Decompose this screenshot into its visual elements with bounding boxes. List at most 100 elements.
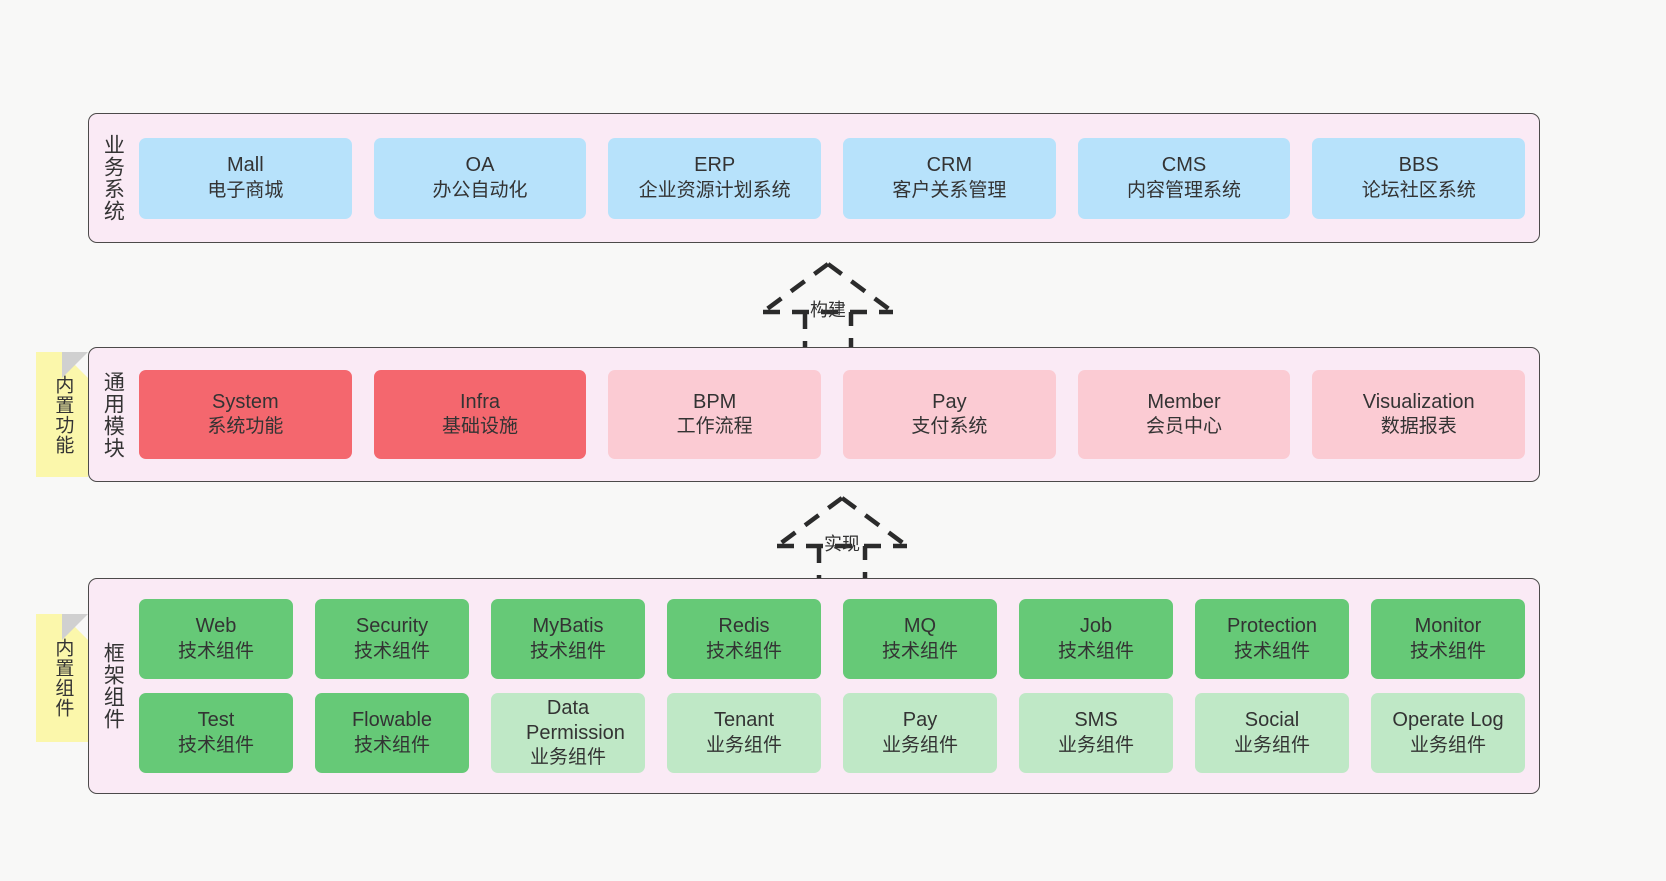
layer-body-common-module: System 系统功能 Infra 基础设施 BPM 工作流程 Pay 支付系统… <box>135 348 1539 481</box>
node-title: Social <box>1244 709 1300 732</box>
node-social[interactable]: Social 业务组件 <box>1195 693 1349 773</box>
node-title: OA <box>465 154 495 177</box>
node-subtitle: 内容管理系统 <box>1127 179 1242 201</box>
node-monitor[interactable]: Monitor 技术组件 <box>1371 599 1525 679</box>
node-title: System <box>211 390 279 413</box>
node-subtitle: 业务组件 <box>529 747 606 769</box>
node-row: Web 技术组件 Security 技术组件 MyBatis 技术组件 Redi… <box>139 599 1525 679</box>
node-subtitle: 系统功能 <box>207 416 284 438</box>
layer-caption-common-module: 通用模块 <box>101 370 125 459</box>
sticky-note-builtin-component: 内置组件 <box>36 614 88 742</box>
node-cms[interactable]: CMS 内容管理系统 <box>1077 137 1291 219</box>
node-title: SMS <box>1074 709 1118 732</box>
node-erp[interactable]: ERP 企业资源计划系统 <box>608 137 822 219</box>
node-operate-log[interactable]: Operate Log 业务组件 <box>1371 693 1525 773</box>
node-bbs[interactable]: BBS 论坛社区系统 <box>1312 137 1526 219</box>
node-member[interactable]: Member 会员中心 <box>1077 370 1291 459</box>
node-subtitle: 技术组件 <box>705 640 782 662</box>
node-flowable[interactable]: Flowable 技术组件 <box>315 693 469 773</box>
node-infra[interactable]: Infra 基础设施 <box>373 370 587 459</box>
node-mybatis[interactable]: MyBatis 技术组件 <box>491 599 645 679</box>
node-subtitle: 论坛社区系统 <box>1361 179 1476 201</box>
arrow-label-implement: 实现 <box>824 534 860 554</box>
node-title: Infra <box>459 390 501 413</box>
node-sms[interactable]: SMS 业务组件 <box>1019 693 1173 773</box>
node-row: Mall 电子商城 OA 办公自动化 ERP 企业资源计划系统 CRM 客户关系… <box>139 137 1526 219</box>
layer-caption-framework-component: 框架组件 <box>101 642 125 730</box>
node-title: Monitor <box>1414 615 1482 638</box>
node-test[interactable]: Test 技术组件 <box>139 693 293 773</box>
layer-body-business-system: Mall 电子商城 OA 办公自动化 ERP 企业资源计划系统 CRM 客户关系… <box>135 114 1539 242</box>
node-subtitle: 技术组件 <box>881 640 958 662</box>
node-subtitle: 业务组件 <box>705 734 782 756</box>
sticky-note-label: 内置功能 <box>52 374 74 455</box>
node-title: Visualization <box>1362 390 1475 413</box>
node-subtitle: 业务组件 <box>881 734 958 756</box>
node-subtitle: 技术组件 <box>1409 640 1486 662</box>
sticky-note-label: 内置组件 <box>52 638 74 718</box>
node-system[interactable]: System 系统功能 <box>139 370 352 459</box>
node-title: Protection <box>1226 615 1318 638</box>
node-visualization[interactable]: Visualization 数据报表 <box>1312 370 1526 459</box>
node-title: Data Permission <box>526 696 625 745</box>
node-subtitle: 技术组件 <box>353 734 430 756</box>
node-job[interactable]: Job 技术组件 <box>1019 599 1173 679</box>
node-oa[interactable]: OA 办公自动化 <box>373 137 587 219</box>
node-subtitle: 办公自动化 <box>432 179 528 201</box>
node-subtitle: 业务组件 <box>1409 734 1486 756</box>
node-title: Flowable <box>351 709 433 732</box>
node-title: BBS <box>1398 154 1439 177</box>
layer-business-system[interactable]: 业务系统 Mall 电子商城 OA 办公自动化 ERP 企业资源计划系统 CRM… <box>88 113 1540 243</box>
node-subtitle: 业务组件 <box>1233 734 1310 756</box>
node-protection[interactable]: Protection 技术组件 <box>1195 599 1349 679</box>
layer-common-module[interactable]: 通用模块 System 系统功能 Infra 基础设施 BPM 工作流程 Pay… <box>88 347 1540 482</box>
node-title: Web <box>195 615 237 638</box>
node-subtitle: 客户关系管理 <box>892 179 1007 201</box>
layer-body-framework-component: Web 技术组件 Security 技术组件 MyBatis 技术组件 Redi… <box>135 579 1539 793</box>
node-title: BPM <box>693 390 737 413</box>
node-title: CRM <box>926 154 973 177</box>
arrow-build: 构建 <box>748 258 908 358</box>
node-subtitle: 电子商城 <box>207 179 284 201</box>
node-title: Redis <box>718 615 770 638</box>
node-subtitle: 企业资源计划系统 <box>638 179 791 201</box>
node-title: Member <box>1147 390 1221 413</box>
node-subtitle: 基础设施 <box>442 416 519 438</box>
node-bpm[interactable]: BPM 工作流程 <box>608 370 822 459</box>
node-tenant[interactable]: Tenant 业务组件 <box>667 693 821 773</box>
node-subtitle: 技术组件 <box>177 734 254 756</box>
node-subtitle: 技术组件 <box>1233 640 1310 662</box>
node-pay-component[interactable]: Pay 业务组件 <box>843 693 997 773</box>
node-title: Security <box>355 615 429 638</box>
node-title: Job <box>1079 615 1113 638</box>
arrow-implement: 实现 <box>762 492 922 592</box>
node-mall[interactable]: Mall 电子商城 <box>139 137 352 219</box>
node-crm[interactable]: CRM 客户关系管理 <box>843 137 1056 219</box>
node-subtitle: 支付系统 <box>911 416 988 438</box>
node-pay-module[interactable]: Pay 支付系统 <box>843 370 1056 459</box>
node-subtitle: 技术组件 <box>1057 640 1134 662</box>
node-security[interactable]: Security 技术组件 <box>315 599 469 679</box>
node-subtitle: 工作流程 <box>676 416 753 438</box>
node-mq[interactable]: MQ 技术组件 <box>843 599 997 679</box>
node-title: ERP <box>694 154 736 177</box>
sticky-note-builtin-function: 内置功能 <box>36 352 88 477</box>
node-title: Operate Log <box>1392 709 1504 732</box>
node-title: Pay <box>902 709 938 732</box>
node-row: System 系统功能 Infra 基础设施 BPM 工作流程 Pay 支付系统… <box>139 370 1526 459</box>
arrow-label-build: 构建 <box>810 300 846 320</box>
node-title: MQ <box>903 615 937 638</box>
node-title: MyBatis <box>532 615 604 638</box>
node-subtitle: 会员中心 <box>1146 416 1223 438</box>
node-subtitle: 数据报表 <box>1380 416 1457 438</box>
layer-framework-component[interactable]: 框架组件 Web 技术组件 Security 技术组件 MyBatis 技术组件… <box>88 578 1540 794</box>
node-title: Mall <box>227 154 264 177</box>
node-data-permission[interactable]: Data Permission 业务组件 <box>491 693 645 773</box>
node-subtitle: 技术组件 <box>529 640 606 662</box>
node-title: Test <box>197 709 235 732</box>
node-web[interactable]: Web 技术组件 <box>139 599 293 679</box>
node-title: Tenant <box>713 709 775 732</box>
layer-caption-business-system: 业务系统 <box>101 134 125 222</box>
node-redis[interactable]: Redis 技术组件 <box>667 599 821 679</box>
